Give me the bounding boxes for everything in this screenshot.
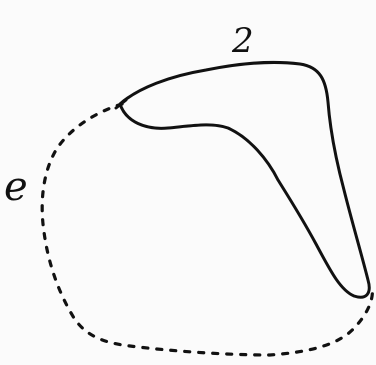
region-label-e: e <box>4 164 28 210</box>
solid-region-outline <box>120 62 369 297</box>
dotted-boundary-curve <box>42 104 372 355</box>
region-label-2: 2 <box>231 21 254 61</box>
